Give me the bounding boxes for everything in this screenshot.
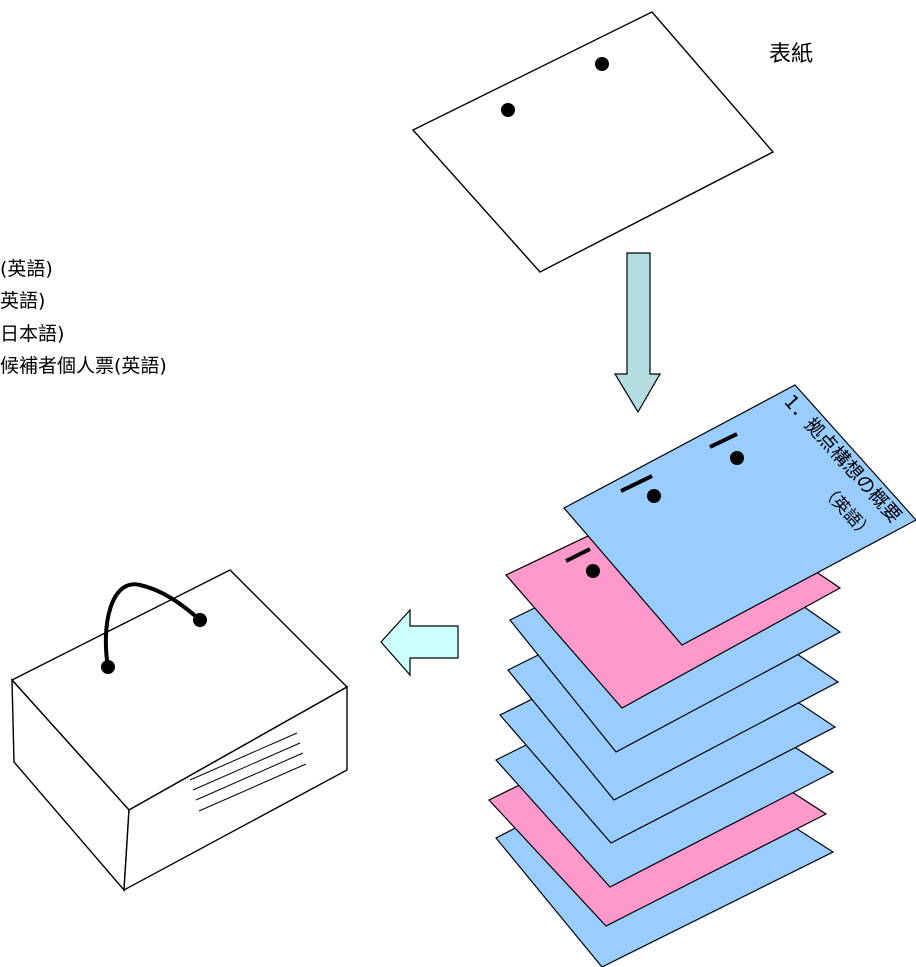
document-list-item-2: 英語)	[0, 290, 46, 312]
sheet-blue-top	[563, 384, 916, 646]
cover-hole-left	[501, 103, 515, 117]
booklet-hole-right	[193, 613, 207, 627]
cover-sheet	[411, 11, 775, 273]
document-list-item-3: 日本語)	[0, 323, 65, 345]
top-tab-mark-1	[620, 474, 653, 493]
cover-hole-right	[595, 57, 609, 71]
document-list-item-1: (英語)	[0, 258, 53, 280]
cover-label: 表紙	[769, 42, 814, 67]
pink-sheet-hole	[586, 564, 600, 578]
document-list-item-4: 候補者個人票(英語)	[0, 355, 167, 377]
top-sheet-hole-2	[730, 451, 744, 465]
bound-booklet	[10, 569, 349, 892]
binding-cord	[103, 582, 202, 668]
top-tab-mark-2	[709, 432, 738, 449]
pink-tab-mark	[565, 547, 591, 563]
down-arrow	[613, 252, 662, 414]
left-arrow	[380, 608, 459, 677]
sheet-stack: 1．拠点構想の概要 （英語）	[488, 384, 916, 967]
top-sheet-hole-1	[647, 489, 661, 503]
booklet-hole-left	[101, 660, 115, 674]
